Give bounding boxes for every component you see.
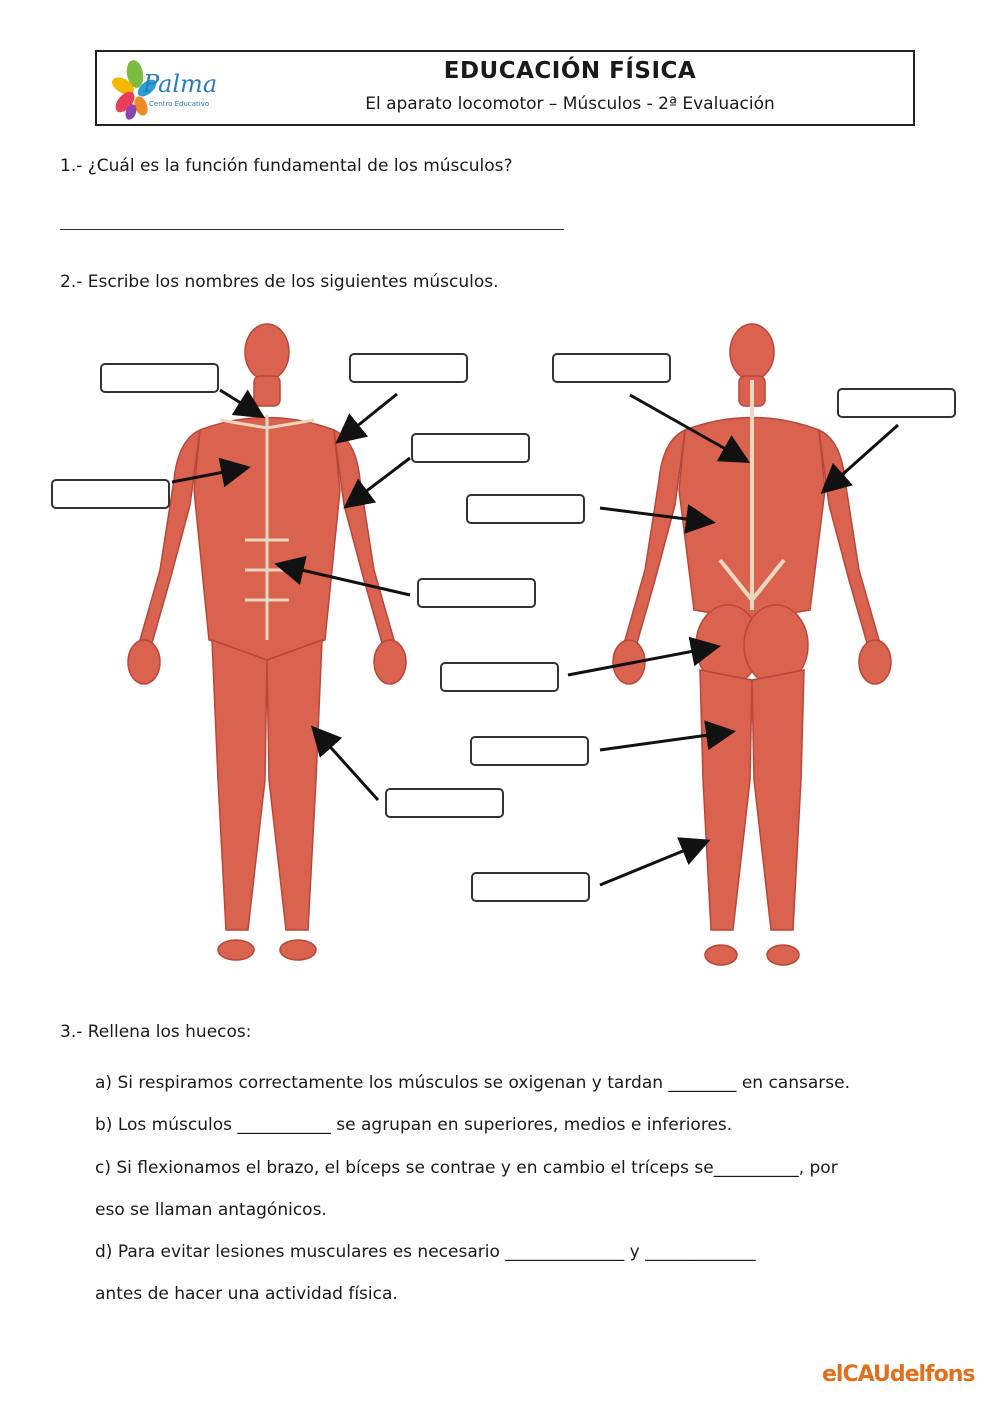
fill-in-c-continued: eso se llaman antagónicos. <box>95 1200 327 1220</box>
fill-in-b[interactable]: b) Los músculos ___________ se agrupan e… <box>95 1115 733 1135</box>
label-box-front-3[interactable] <box>411 433 530 463</box>
front-body-figure <box>127 323 407 961</box>
label-box-back-4[interactable] <box>440 662 559 692</box>
question-1: 1.- ¿Cuál es la función fundamental de l… <box>60 156 513 176</box>
label-box-front-4[interactable] <box>51 479 170 509</box>
logo-subtitle: Centro Educativo <box>149 100 210 108</box>
worksheet-header: Palma Centro Educativo EDUCACIÓN FÍSICA … <box>95 50 915 126</box>
fill-in-c[interactable]: c) Si flexionamos el brazo, el bíceps se… <box>95 1158 838 1178</box>
label-box-front-2[interactable] <box>349 353 468 383</box>
logo-name: Palma <box>143 70 218 98</box>
label-box-back-1[interactable] <box>552 353 671 383</box>
page-title: EDUCACIÓN FÍSICA <box>443 58 697 84</box>
answer-line-1[interactable] <box>60 229 564 230</box>
flower-logo-icon <box>112 60 157 120</box>
label-box-back-5[interactable] <box>470 736 589 766</box>
label-box-front-6[interactable] <box>385 788 504 818</box>
muscle-diagram <box>40 310 965 1000</box>
question-3: 3.- Rellena los huecos: <box>60 1022 252 1042</box>
fill-in-d[interactable]: d) Para evitar lesiones musculares es ne… <box>95 1242 756 1262</box>
label-box-back-2[interactable] <box>837 388 956 418</box>
label-box-front-1[interactable] <box>100 363 219 393</box>
label-box-back-3[interactable] <box>466 494 585 524</box>
page-subtitle: El aparato locomotor – Músculos - 2ª Eva… <box>365 94 775 114</box>
muscular-system-illustration <box>127 323 899 966</box>
label-box-front-5[interactable] <box>417 578 536 608</box>
fill-in-d-continued: antes de hacer una actividad física. <box>95 1284 398 1304</box>
watermark-logo: elCAUdelfons <box>822 1362 975 1387</box>
label-box-back-6[interactable] <box>471 872 590 902</box>
pointer-arrows <box>171 388 899 887</box>
school-logo: Palma Centro Educativo <box>105 56 235 122</box>
fill-in-a[interactable]: a) Si respiramos correctamente los múscu… <box>95 1073 850 1093</box>
question-2: 2.- Escribe los nombres de los siguiente… <box>60 272 499 292</box>
